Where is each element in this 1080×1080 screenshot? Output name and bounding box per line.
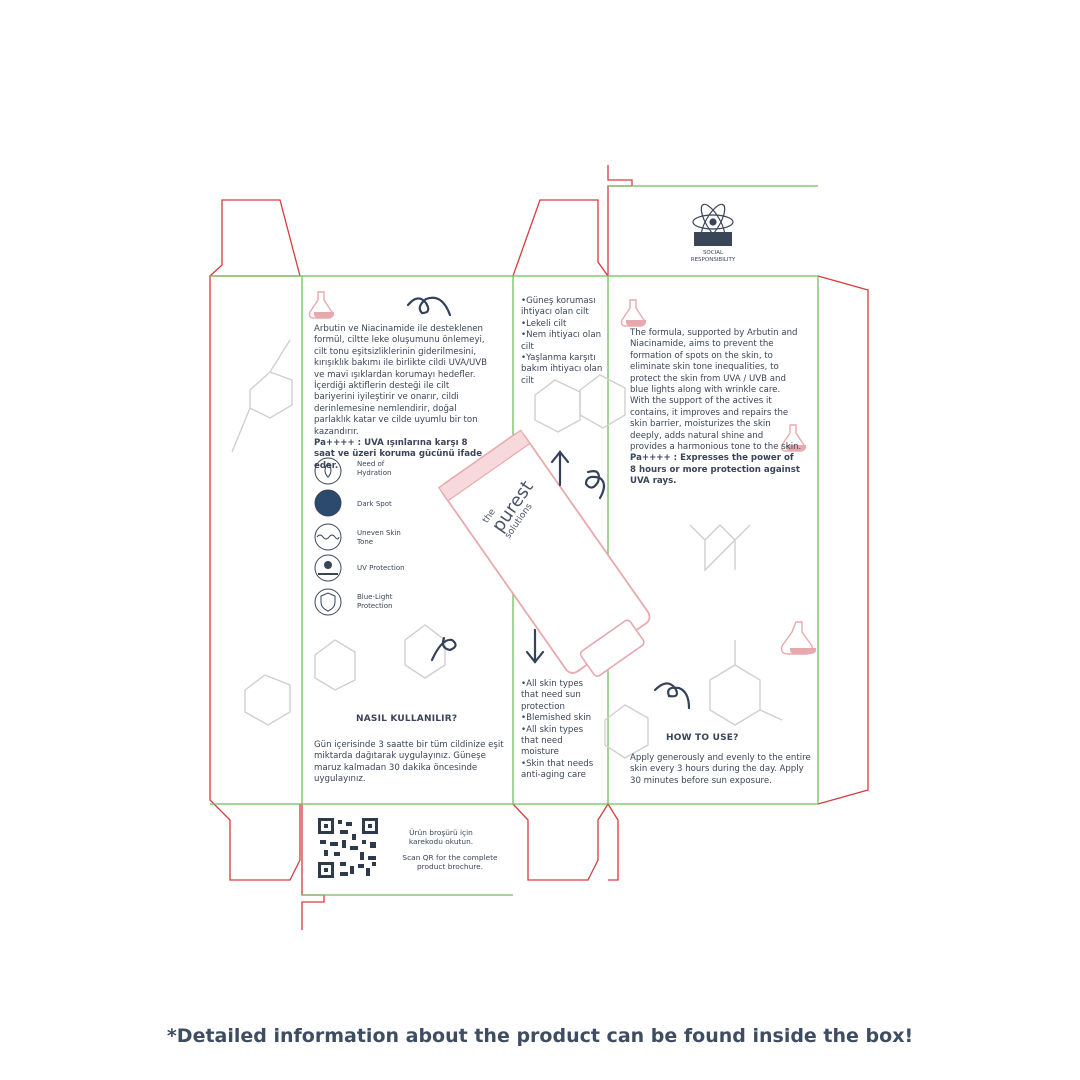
tr-skin-types: •Güneş koruması ihtiyacı olan cilt •Leke… <box>521 296 603 387</box>
benefit-label-uneven-tone: Uneven Skin Tone <box>357 529 401 546</box>
arrow-decorations <box>406 296 691 710</box>
tr-skin-type-item: •Güneş koruması ihtiyacı olan cilt <box>521 296 596 318</box>
flask-icon <box>308 291 817 655</box>
benefit-label-uv: UV Protection <box>357 564 405 572</box>
tr-skin-type-item: •Nem ihtiyacı olan cilt <box>521 330 602 352</box>
en-skin-type-item: •Blemished skin <box>521 713 592 724</box>
en-usage-heading: HOW TO USE? <box>666 733 739 743</box>
tr-description-body: Arbutin ve Niacinamide ile desteklenen f… <box>314 324 488 437</box>
cut-lines <box>209 165 869 930</box>
en-skin-type-item: •Skin that needs anti-aging care <box>521 758 594 781</box>
social-responsibility-label: SOCIAL RESPONSIBILITY <box>690 250 736 263</box>
en-skin-types: •All skin types that need sun protection… <box>521 679 603 782</box>
tr-skin-type-item: •Lekeli cilt <box>521 318 567 329</box>
tr-usage-heading: NASIL KULLANILIR? <box>356 714 458 724</box>
en-description-body: The formula, supported by Arbutin and Ni… <box>630 328 802 453</box>
footer-note: *Detailed information about the product … <box>166 1025 914 1047</box>
en-skin-type-item: •All skin types that need sun protection <box>521 679 584 712</box>
benefit-label-dark-spot: Dark Spot <box>357 500 392 508</box>
benefit-label-blue-light: Blue-Light Protection <box>357 593 393 610</box>
product-tube <box>437 429 651 677</box>
social-responsibility-icon <box>692 203 734 246</box>
qr-code <box>318 818 378 878</box>
en-usage-text: Apply generously and evenly to the entir… <box>630 753 811 786</box>
qr-instruction-tr: Ürün broşürü için karekodu okutun. <box>408 828 474 847</box>
molecule-decoration <box>231 339 783 759</box>
en-pa-note: Pa++++ : Expresses the power of 8 hours … <box>630 453 800 487</box>
benefit-label-hydration: Need of Hydration <box>357 460 392 477</box>
tr-pa-note: Pa++++ : UVA ışınlarına karşı 8 saat ve … <box>314 438 483 471</box>
tr-skin-type-item: •Yaşlanma karşıtı bakım ihtiyacı olan ci… <box>521 353 603 386</box>
en-description: The formula, supported by Arbutin and Ni… <box>630 328 802 488</box>
en-skin-type-item: •All skin types that need moisture <box>521 724 584 758</box>
qr-instruction-en: Scan QR for the complete product brochur… <box>402 853 498 872</box>
benefit-icons <box>314 457 342 616</box>
fold-lines <box>210 185 819 896</box>
tr-usage-text: Gün içerisinde 3 saatte bir tüm cildiniz… <box>314 740 504 785</box>
tr-description: Arbutin ve Niacinamide ile desteklenen f… <box>314 324 490 472</box>
